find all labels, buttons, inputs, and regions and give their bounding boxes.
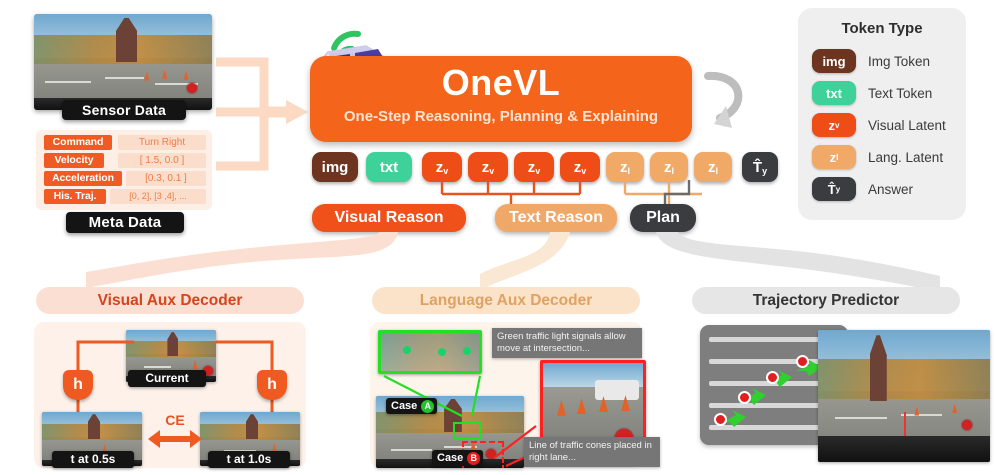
visual-reason-button[interactable]: Visual Reason [312, 204, 466, 232]
meta-row: His. Traj. [0, 2], [3 ,4], ... [44, 189, 206, 204]
input-feed-arrow [216, 57, 308, 171]
meta-value: [ 1.5, 0.0 ] [118, 153, 206, 168]
meta-data-card: Command Turn Right Velocity [ 1.5, 0.0 ]… [36, 130, 212, 210]
plan-connector [663, 180, 691, 206]
legend-label-0: Img Token [868, 53, 931, 69]
legend-chip-1: txt [812, 81, 856, 105]
token-chip-label: zl [663, 158, 674, 176]
legend-row-4: T̂y Answer [812, 176, 913, 202]
ce-double-arrow [148, 430, 202, 448]
caption-case-b: Line of traffic cones placed in right la… [524, 437, 660, 467]
token-chip-label: zv [481, 158, 495, 176]
ce-loss-label: CE [165, 412, 185, 428]
token-chip-5[interactable]: zv [560, 152, 600, 182]
token-chip-label: img [321, 158, 349, 176]
sensor-data-image [34, 14, 212, 110]
onevl-title: OneVL [441, 62, 561, 103]
future-frame-10s-label: t at 1.0s [208, 451, 290, 468]
token-chip-label: zv [527, 158, 541, 176]
case-b-marker: B [467, 451, 481, 465]
token-chip-label: zl [619, 158, 630, 176]
decoder-head-right: h [257, 370, 287, 400]
legend-row-1: txt Text Token [812, 80, 932, 106]
token-sequence: img txt zv zv zv zv zl zl zl T̂y [312, 152, 778, 184]
token-chip-4[interactable]: zv [514, 152, 554, 182]
legend-chip-4: T̂y [812, 177, 856, 201]
token-chip-label: zl [707, 158, 718, 176]
onevl-model-box: OneVL One-Step Reasoning, Planning & Exp… [310, 56, 692, 142]
token-chip-8[interactable]: zl [694, 152, 732, 182]
meta-key: His. Traj. [44, 189, 106, 204]
flow-ribbons [86, 232, 940, 292]
meta-value: [0.3, 0.1 ] [126, 171, 206, 186]
case-b-label: Case [437, 452, 464, 464]
token-chip-1[interactable]: txt [366, 152, 412, 182]
plan-button[interactable]: Plan [630, 204, 696, 232]
token-chip-2[interactable]: zv [422, 152, 462, 182]
token-chip-7[interactable]: zl [650, 152, 688, 182]
meta-key: Acceleration [44, 171, 122, 186]
recurrence-loop-arrow [704, 71, 743, 128]
meta-row: Command Turn Right [44, 135, 206, 150]
token-chip-3[interactable]: zv [468, 152, 508, 182]
legend-label-1: Text Token [868, 85, 933, 101]
current-frame-label: Current [128, 370, 206, 387]
legend-label-4: Answer [868, 181, 914, 197]
case-a-label: Case [391, 400, 418, 412]
legend-title: Token Type [841, 20, 923, 37]
case-b-tag: Case B [432, 450, 484, 466]
trajectory-scene-image [818, 330, 990, 462]
driving-scene-thumbnail [34, 14, 212, 110]
caption-case-a: Green traffic light signals allow move a… [492, 328, 642, 358]
meta-key: Command [44, 135, 112, 150]
meta-row: Acceleration [0.3, 0.1 ] [44, 171, 206, 186]
sensor-data-label: Sensor Data [62, 100, 186, 120]
legend-row-0: img Img Token [812, 48, 930, 74]
token-chip-label: txt [379, 158, 399, 176]
meta-value: Turn Right [118, 135, 206, 150]
legend-label-2: Visual Latent [868, 117, 946, 133]
meta-key: Velocity [44, 153, 104, 168]
text-reason-button[interactable]: Text Reason [495, 204, 617, 232]
legend-label-3: Lang. Latent [868, 149, 944, 165]
meta-row: Velocity [ 1.5, 0.0 ] [44, 153, 206, 168]
case-a-tag: Case A [386, 398, 438, 414]
meta-data-label: Meta Data [66, 212, 184, 233]
onevl-subtitle: One-Step Reasoning, Planning & Explainin… [343, 108, 659, 125]
meta-value: [0, 2], [3 ,4], ... [110, 189, 206, 204]
legend-chip-0: img [812, 49, 856, 73]
language-aux-decoder-title: Language Aux Decoder [372, 287, 640, 314]
trajectory-predictor-title: Trajectory Predictor [692, 287, 960, 314]
token-chip-0[interactable]: img [312, 152, 358, 182]
token-chip-9[interactable]: T̂y [742, 152, 778, 182]
decoder-head-left: h [63, 370, 93, 400]
token-chip-label: zv [435, 158, 449, 176]
token-chip-label: zv [573, 158, 587, 176]
token-grouping-connectors [440, 180, 702, 206]
future-frame-05s-label: t at 0.5s [52, 451, 134, 468]
token-chip-6[interactable]: zl [606, 152, 644, 182]
trajectory-arrows [722, 359, 822, 427]
visual-aux-decoder-title: Visual Aux Decoder [36, 287, 304, 314]
case-a-marker: A [421, 399, 435, 413]
traffic-light-crop [378, 330, 482, 374]
token-chip-label: T̂y [752, 158, 768, 176]
